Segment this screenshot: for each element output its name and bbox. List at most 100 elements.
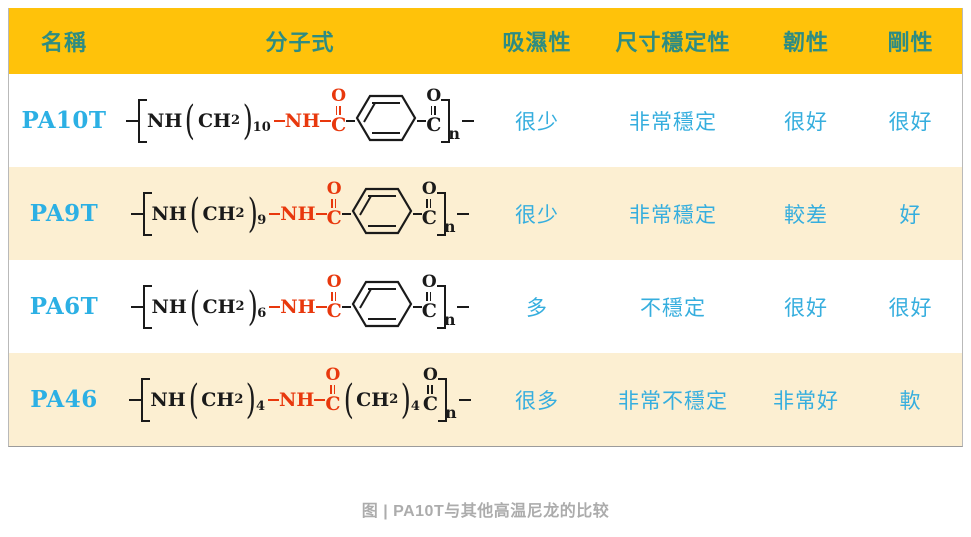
table-header-row: 名稱 分子式 吸濕性 尺寸穩定性 韌性 剛性 bbox=[9, 8, 962, 74]
bond-line bbox=[126, 119, 138, 122]
bond-line bbox=[130, 212, 143, 215]
tail-repeat-count: 4 bbox=[410, 399, 420, 414]
rigidity-value: 好 bbox=[899, 202, 922, 227]
repeat-bracket-close bbox=[436, 284, 446, 329]
bond-line bbox=[457, 305, 470, 308]
bond-line bbox=[341, 305, 351, 308]
double-bond-icon bbox=[329, 385, 336, 394]
carbonyl-group: O C bbox=[421, 272, 437, 322]
bond-line bbox=[461, 119, 474, 122]
dimensional-value: 不穩定 bbox=[640, 295, 706, 320]
polymer-name: PA10T bbox=[21, 107, 107, 134]
repeat-count: 9 bbox=[257, 213, 267, 228]
double-bond-icon bbox=[335, 106, 341, 115]
double-bond-icon bbox=[430, 106, 436, 115]
moisture-value: 很少 bbox=[515, 202, 559, 227]
bond-line bbox=[129, 398, 142, 401]
repeat-bracket-open bbox=[142, 191, 152, 236]
amide-nh-group: NH bbox=[280, 202, 316, 225]
double-bond-icon bbox=[426, 292, 432, 301]
repeat-bracket-close bbox=[436, 191, 446, 236]
bond-line bbox=[417, 119, 427, 122]
column-header-moisture: 吸濕性 bbox=[502, 30, 572, 56]
repeat-bracket-open bbox=[141, 377, 151, 422]
repeat-count: 10 bbox=[252, 120, 271, 135]
bond-line bbox=[314, 398, 326, 401]
toughness-value: 較差 bbox=[784, 202, 828, 227]
toughness-value: 很好 bbox=[784, 295, 828, 320]
moisture-value: 多 bbox=[526, 295, 548, 320]
bond-line bbox=[457, 212, 470, 215]
dimensional-value: 非常不穩定 bbox=[618, 388, 728, 413]
paren-open: ( bbox=[185, 97, 196, 144]
toughness-value: 很好 bbox=[784, 109, 828, 134]
double-bond-icon bbox=[427, 385, 433, 394]
column-header-toughness: 韌性 bbox=[782, 30, 829, 56]
bond-line bbox=[458, 398, 471, 401]
bond-line bbox=[315, 305, 327, 308]
bond-line bbox=[341, 212, 351, 215]
benzene-ring-icon bbox=[351, 185, 413, 242]
repeat-index-n: n bbox=[443, 217, 456, 236]
bond-line bbox=[412, 305, 422, 308]
bond-line bbox=[346, 119, 356, 122]
carbonyl-group-red: O C bbox=[326, 272, 342, 322]
repeat-bracket-open bbox=[142, 284, 152, 329]
nh-group: NH bbox=[151, 202, 187, 225]
moisture-value: 很少 bbox=[515, 109, 559, 134]
paren-open: ( bbox=[343, 376, 354, 423]
repeat-count: 6 bbox=[257, 306, 267, 321]
rigidity-value: 很好 bbox=[888, 109, 933, 134]
bond-line bbox=[412, 212, 422, 215]
carbonyl-group: O C bbox=[422, 365, 439, 415]
carbonyl-group: O C bbox=[421, 179, 437, 229]
nh-group: NH bbox=[151, 295, 187, 318]
bond-line bbox=[269, 305, 281, 308]
rigidity-value: 很好 bbox=[888, 295, 933, 320]
column-header-rigidity: 剛性 bbox=[887, 30, 934, 56]
figure-caption: 图 | PA10T与其他高温尼龙的比较 bbox=[361, 503, 610, 520]
paren-close: ) bbox=[246, 376, 257, 423]
dimensional-value: 非常穩定 bbox=[629, 109, 717, 134]
carbonyl-group-red: O C bbox=[326, 179, 342, 229]
benzene-ring-icon bbox=[351, 278, 413, 335]
carbonyl-group: O C bbox=[426, 86, 442, 136]
paren-open: ( bbox=[189, 283, 200, 330]
repeat-index-n: n bbox=[443, 310, 456, 329]
repeat-bracket-close bbox=[438, 377, 448, 422]
bond-line bbox=[315, 212, 327, 215]
repeat-index-n: n bbox=[448, 124, 460, 143]
dimensional-value: 非常穩定 bbox=[629, 202, 717, 227]
paren-open: ( bbox=[189, 190, 200, 237]
bond-line bbox=[269, 212, 281, 215]
amide-nh-group: NH bbox=[279, 388, 315, 411]
double-bond-icon bbox=[426, 199, 432, 208]
bond-line bbox=[130, 305, 143, 308]
paren-close: ) bbox=[247, 190, 258, 237]
polymer-name: PA6T bbox=[29, 293, 99, 320]
amide-nh-group: NH bbox=[284, 109, 321, 132]
benzene-ring-icon bbox=[355, 92, 417, 149]
paren-close: ) bbox=[242, 97, 253, 144]
repeat-bracket-close bbox=[441, 98, 451, 143]
toughness-value: 非常好 bbox=[773, 388, 839, 413]
polymer-name: PA46 bbox=[30, 386, 98, 413]
bond-line bbox=[268, 398, 280, 401]
paren-open: ( bbox=[188, 376, 199, 423]
column-header-formula: 分子式 bbox=[265, 30, 335, 56]
polymer-name: PA9T bbox=[29, 200, 99, 227]
